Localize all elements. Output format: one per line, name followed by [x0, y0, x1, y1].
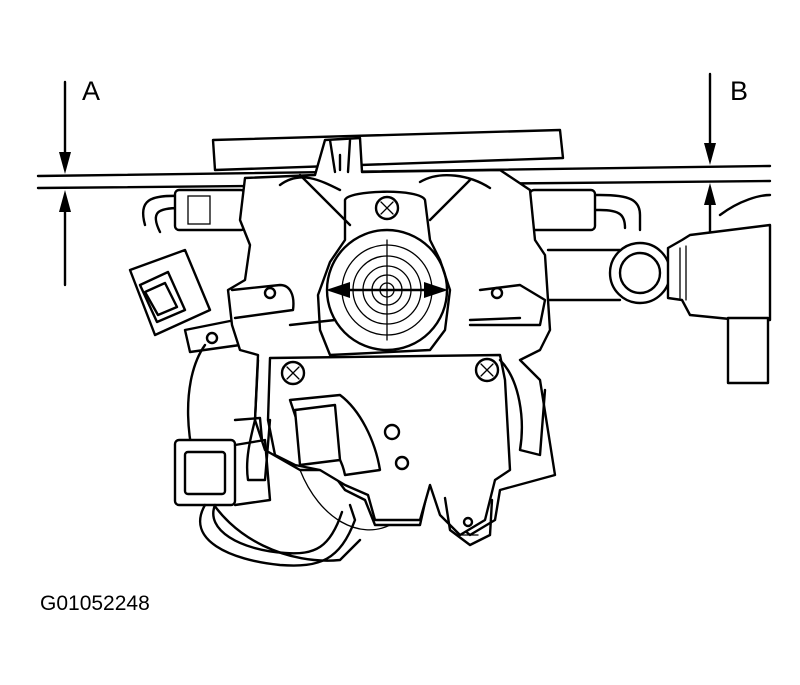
lower-left-connector: [173, 416, 272, 507]
label-b: B: [730, 76, 748, 106]
left-connector: [128, 248, 242, 354]
wire-harness: [198, 503, 357, 567]
top-cover: [211, 128, 565, 172]
right-pipe-assembly: [546, 193, 772, 385]
figure-code: G01052248: [40, 592, 150, 615]
lower-bracket: [266, 353, 512, 547]
dimension-a-arrows: [59, 80, 71, 287]
label-a: A: [82, 76, 100, 106]
throttle-bore: [325, 228, 449, 352]
right-hose: [538, 193, 642, 232]
